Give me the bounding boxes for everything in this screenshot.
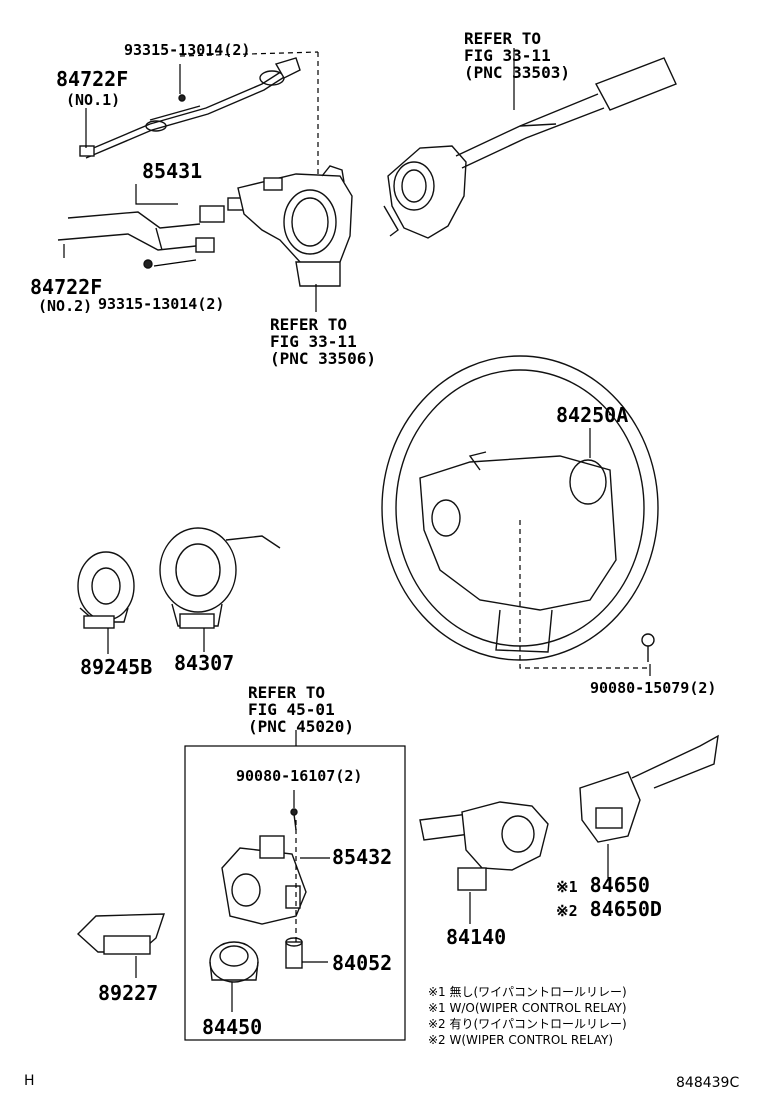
ref-fig-33-11-pnc-33506: REFER TO FIG 33-11 (PNC 33506) (270, 316, 376, 367)
label-84722f-no1: 84722F (56, 67, 129, 91)
label-84722f-no2: 84722F (30, 275, 103, 299)
ref-fig-45-01-pnc-45020: REFER TO FIG 45-01 (PNC 45020) (248, 684, 354, 735)
ignition-group-box (184, 745, 406, 1041)
switch-84650 (579, 734, 719, 843)
corner-mark: H (24, 1073, 35, 1089)
label-84722f-no1-sub: (NO.1) (66, 91, 121, 109)
note-4: ※2 W(WIPER CONTROL RELAY) (428, 1033, 614, 1047)
screw-93315-top (178, 94, 186, 102)
spiral-cable-84307 (159, 527, 281, 629)
relay-89227 (76, 913, 165, 955)
harness-85431 (57, 197, 245, 253)
label-84650d-mark: ※2 (556, 902, 578, 920)
screw-90080-16107 (290, 808, 298, 831)
label-84650d: 84650D (589, 897, 662, 921)
switch-body-center (237, 165, 353, 287)
bolt-90080-15079 (641, 633, 655, 662)
ref2-line1: REFER TO (270, 315, 348, 334)
lever-switch-33503 (383, 57, 677, 239)
note-3: ※2 有り(ワイパコントロールリレー) (428, 1017, 627, 1031)
ref3-line2: FIG 45-01 (248, 700, 335, 719)
label-84650: 84650 (589, 873, 650, 897)
label-93315-top: 93315-13014(2) (124, 41, 251, 59)
label-84650d-row: ※2 84650D (556, 898, 662, 920)
label-84307: 84307 (174, 651, 235, 675)
label-84450: 84450 (202, 1015, 263, 1039)
label-90080-15079: 90080-15079(2) (590, 679, 717, 697)
ref3-line1: REFER TO (248, 683, 326, 702)
switch-84140 (419, 801, 549, 891)
ref1-line3: (PNC 33503) (464, 63, 570, 82)
ref2-line2: FIG 33-11 (270, 332, 357, 351)
note-1: ※1 無し(ワイパコントロールリレー) (428, 985, 627, 999)
harness-84722f-no1 (79, 57, 301, 159)
ignition-lock-body (221, 835, 307, 925)
label-84650-mark: ※1 (556, 878, 578, 896)
label-84722f-no2-sub: (NO.2) (38, 297, 93, 315)
screw-93315-bottom (143, 259, 153, 269)
label-85432: 85432 (332, 845, 393, 869)
spiral-cable-89245b (77, 551, 135, 629)
ignition-switch-84450 (209, 941, 259, 983)
label-84052: 84052 (332, 951, 393, 975)
label-84250a: 84250A (556, 403, 629, 427)
bolt-guide-line (519, 520, 648, 669)
ref-fig-33-11-pnc-33503: REFER TO FIG 33-11 (PNC 33503) (464, 30, 570, 81)
label-89245b: 89245B (80, 655, 153, 679)
ref2-line3: (PNC 33506) (270, 349, 376, 368)
label-93315-bottom: 93315-13014(2) (98, 295, 225, 313)
label-90080-16107: 90080-16107(2) (236, 767, 363, 785)
ref1-line2: FIG 33-11 (464, 46, 551, 65)
diagram-code: 848439C (676, 1075, 740, 1091)
leader-lines (63, 48, 651, 1012)
label-84140: 84140 (446, 925, 507, 949)
ref1-line1: REFER TO (464, 29, 542, 48)
cylinder-84052 (285, 937, 303, 969)
ref3-line3: (PNC 45020) (248, 717, 354, 736)
note-2: ※1 W/O(WIPER CONTROL RELAY) (428, 1001, 627, 1015)
label-85431: 85431 (142, 159, 203, 183)
label-89227: 89227 (98, 981, 159, 1005)
label-84650-row: ※1 84650 (556, 874, 650, 896)
notes-block: ※1 無し(ワイパコントロールリレー) ※1 W/O(WIPER CONTROL… (428, 984, 627, 1048)
steering-wheel-84250a (381, 355, 659, 661)
